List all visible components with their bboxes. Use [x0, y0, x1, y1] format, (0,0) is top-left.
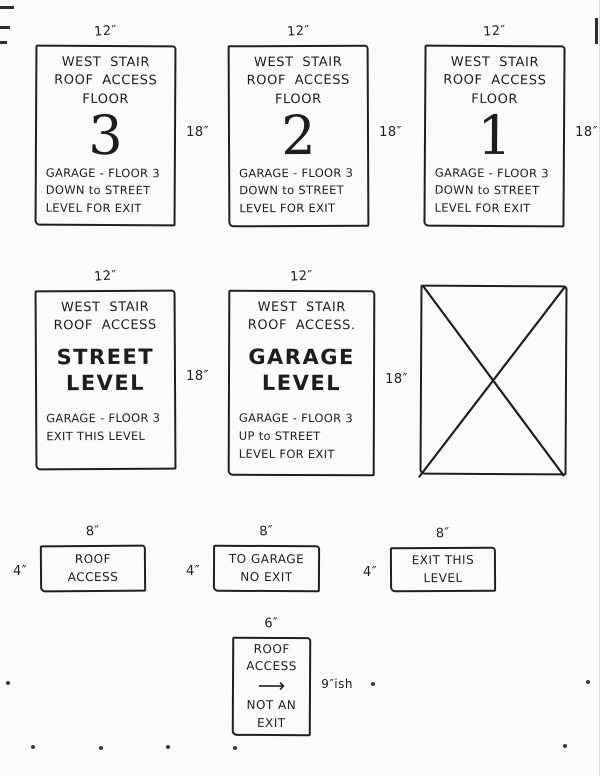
sign-panel: EXIT THIS LEVEL	[389, 546, 497, 593]
height-dim-label: 9″ish	[321, 676, 353, 691]
width-dim-label: 12″	[289, 268, 314, 285]
sign-panel: WEST STAIR ROOF ACCESS FLOOR 3 GARAGE - …	[34, 44, 177, 227]
height-dim-label: 4″	[186, 563, 201, 579]
sign-panel: ROOF ACCESS ⟶ NOT AN EXIT	[231, 636, 312, 737]
sign-text-line: WEST STAIR	[61, 54, 151, 71]
sign-text-line: DOWN to STREET	[434, 183, 540, 198]
sign-text-line: ROOF ACCESS	[246, 73, 350, 89]
sign-street-level: 12″ 18″ WEST STAIR ROOF ACCESS STREET LE…	[34, 268, 209, 471]
sign-text-line: WEST STAIR	[60, 299, 150, 316]
sign-text-line: GARAGE - FLOOR 3	[238, 411, 353, 426]
sign-text-line: ROOF	[74, 551, 112, 567]
sign-text-line: WEST STAIR	[253, 54, 343, 71]
sign-panel: WEST STAIR ROOF ACCESS. GARAGE LEVEL GAR…	[227, 289, 376, 477]
width-dim-label: 8″	[258, 523, 275, 540]
x-mark	[420, 285, 568, 476]
width-dim-label: 6″	[263, 615, 280, 632]
scan-artifact-mark	[0, 26, 10, 29]
sign-text-line: EXIT THIS LEVEL	[46, 429, 146, 444]
sign-text-line: ACCESS	[246, 659, 297, 674]
sign-to-garage-no-exit: 8″ 4″ TO GARAGE NO EXIT	[186, 524, 321, 593]
width-dim-label: 12″	[482, 23, 507, 40]
sign-text-line: WEST STAIR	[450, 54, 540, 71]
right-arrow-icon: ⟶	[257, 674, 286, 697]
sign-text-line: NO EXIT	[240, 569, 293, 584]
scan-artifact-dot	[31, 745, 35, 749]
height-dim-label: 18″	[186, 124, 209, 140]
sign-roof-access-small: 8″ 4″ ROOF ACCESS	[13, 524, 147, 593]
floor-number: 2	[281, 104, 316, 168]
sign-text-line: GARAGE - FLOOR 3	[239, 165, 354, 180]
sign-text-line: LEVEL	[261, 371, 342, 396]
floor-number: 1	[477, 104, 512, 168]
sign-text-line: LEVEL FOR EXIT	[45, 200, 142, 216]
sign-text-line: TO GARAGE	[228, 551, 305, 567]
sign-text-line: ROOF	[253, 641, 290, 656]
sign-text-line: GARAGE	[248, 344, 355, 370]
height-dim-label: 18″	[186, 369, 209, 385]
scan-artifact-mark	[595, 18, 598, 44]
scan-artifact-dot	[233, 746, 237, 750]
width-dim-label: 8″	[85, 523, 101, 540]
sign-roof-access-not-an-exit: 6″ 9″ish ROOF ACCESS ⟶ NOT AN EXIT	[231, 616, 353, 737]
scan-artifact-dot	[166, 745, 170, 749]
sign-text-line: EXIT	[256, 715, 286, 730]
sign-floor-2: 12″ 18″ WEST STAIR ROOF ACCESS FLOOR 2 G…	[227, 23, 402, 228]
height-dim-label: 4″	[363, 565, 378, 580]
sign-garage-level: 12″ 18″ WEST STAIR ROOF ACCESS. GARAGE L…	[227, 268, 408, 477]
scan-artifact-dot	[6, 681, 10, 685]
sign-panel: WEST STAIR ROOF ACCESS STREET LEVEL GARA…	[34, 289, 177, 471]
sign-panel: ROOF ACCESS	[39, 544, 147, 593]
sign-text-line: ROOF ACCESS	[54, 73, 158, 89]
sign-text-line: LEVEL FOR EXIT	[434, 200, 531, 216]
sign-text-line: EXIT THIS	[411, 552, 475, 568]
sign-panel: WEST STAIR ROOF ACCESS FLOOR 2 GARAGE - …	[227, 44, 370, 228]
floor-number: 3	[88, 104, 123, 168]
height-dim-label: 18″	[575, 125, 598, 141]
sign-floor-1: 12″ 18″ WEST STAIR ROOF ACCESS FLOOR 1 G…	[423, 23, 598, 228]
sign-text-line: ACCESS	[67, 569, 119, 584]
scan-artifact-dot	[99, 746, 103, 750]
sign-crossed-out	[420, 285, 568, 476]
sign-text-line: NOT AN	[246, 698, 297, 713]
scan-artifact-dot	[586, 680, 590, 684]
sign-text-line: WEST STAIR	[257, 299, 346, 316]
scan-artifact-mark	[0, 41, 7, 44]
sign-text-line: STREET	[56, 344, 155, 370]
scan-artifact-dot	[371, 682, 375, 686]
height-dim-label: 18″	[379, 125, 402, 141]
sign-panel: WEST STAIR ROOF ACCESS FLOOR 1 GARAGE - …	[423, 44, 566, 228]
sign-text-line: LEVEL	[65, 370, 146, 396]
sign-text-line: DOWN to STREET	[45, 183, 151, 198]
sign-exit-this-level: 8″ 4″ EXIT THIS LEVEL	[363, 526, 497, 593]
scan-artifact-dot	[563, 744, 567, 748]
height-dim-label: 18″	[385, 371, 408, 387]
sign-text-line: ROOF ACCESS.	[247, 318, 356, 334]
sign-text-line: GARAGE - FLOOR 3	[45, 165, 160, 180]
sign-text-line: GARAGE - FLOOR 3	[434, 165, 549, 180]
sign-panel: TO GARAGE NO EXIT	[212, 544, 321, 593]
sign-text-line: ROOF ACCESS	[53, 318, 157, 334]
sign-panel	[420, 285, 568, 476]
sign-text-line: DOWN to STREET	[239, 183, 345, 198]
sign-text-line: LEVEL	[423, 570, 463, 585]
sign-text-line: LEVEL FOR EXIT	[238, 446, 335, 462]
height-dim-label: 4″	[13, 563, 28, 579]
width-dim-label: 12″	[286, 23, 311, 40]
width-dim-label: 8″	[435, 525, 451, 542]
sign-text-line: UP to STREET	[238, 429, 321, 444]
width-dim-label: 12″	[93, 268, 118, 285]
sign-text-line: ROOF ACCESS	[443, 73, 547, 89]
sign-text-line: GARAGE - FLOOR 3	[46, 411, 161, 426]
sign-floor-3: 12″ 18″ WEST STAIR ROOF ACCESS FLOOR 3 G…	[34, 23, 209, 227]
scan-artifact-mark	[0, 6, 14, 9]
width-dim-label: 12″	[93, 23, 118, 40]
sign-text-line: LEVEL FOR EXIT	[239, 201, 336, 216]
